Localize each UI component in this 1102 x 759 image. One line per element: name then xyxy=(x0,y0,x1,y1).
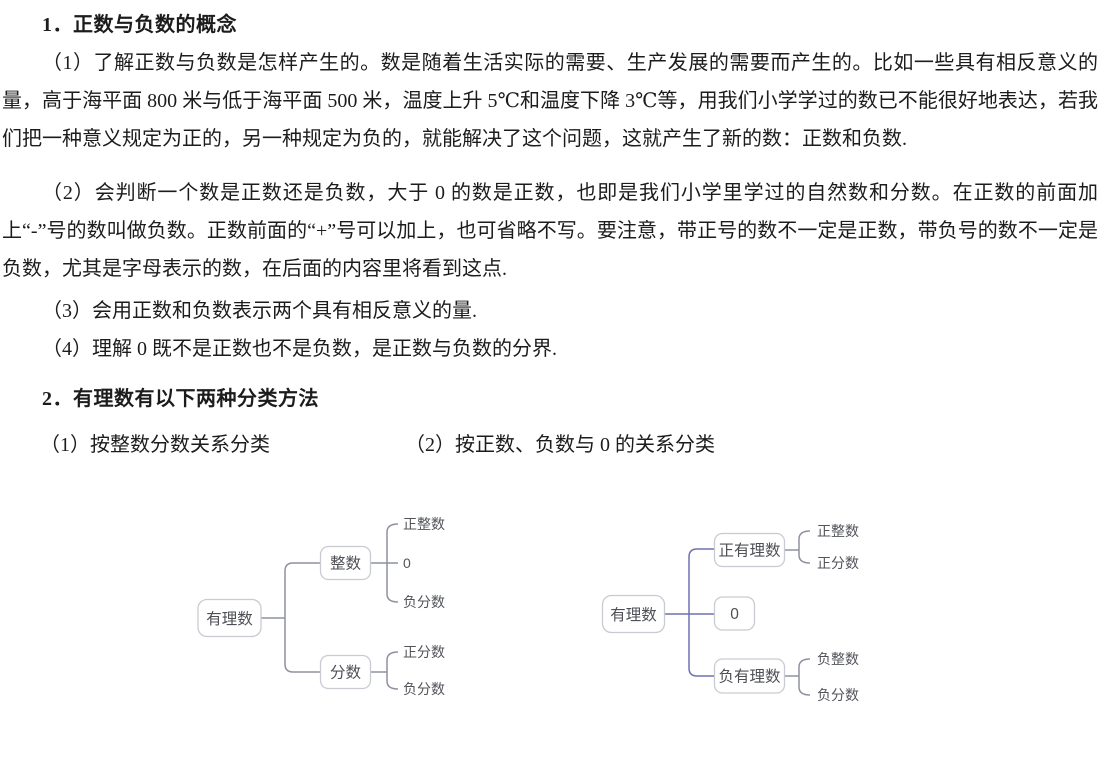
classification-method-1-label: （1）按整数分数关系分类 xyxy=(40,434,270,456)
node-box-rational xyxy=(601,594,666,634)
node-box-fraction xyxy=(319,654,372,690)
bracket-positive-leaves xyxy=(798,530,811,564)
leaf-label-positive-integer: 正整数 xyxy=(817,523,859,539)
leaf-label-positive-integer: 正整数 xyxy=(403,516,445,532)
node-box-integer xyxy=(319,545,372,581)
diagram-sign-zero-tree: 有理数 正有理数 0 负有理数 正整数 正分数 负整数 负分数 xyxy=(601,523,859,703)
connector-trunk-positive-rational xyxy=(688,548,714,614)
connector-trunk-fraction xyxy=(284,618,320,673)
bracket-negative-leaves xyxy=(798,658,811,696)
paragraph-concept-origin: （1）了解正数与负数是怎样产生的。数是随着生活实际的需要、生产发展的需要而产生的… xyxy=(2,52,1098,150)
connector-trunk-integer xyxy=(284,562,320,618)
section-2-heading: 2．有理数有以下两种分类方法 xyxy=(42,388,319,410)
classification-method-2-label: （2）按正数、负数与 0 的关系分类 xyxy=(405,434,715,456)
connector-trunk-negative-rational xyxy=(688,614,714,677)
node-box-rational xyxy=(197,598,262,638)
node-label-integer: 整数 xyxy=(330,555,362,573)
section-1-heading: 1．正数与负数的概念 xyxy=(42,14,237,36)
paragraph-zero-boundary: （4）理解 0 既不是正数也不是负数，是正数与负数的分界. xyxy=(42,338,557,360)
classification-methods-row: （1）按整数分数关系分类 （2）按正数、负数与 0 的关系分类 xyxy=(2,426,1098,464)
document-page: 1．正数与负数的概念 （1）了解正数与负数是怎样产生的。数是随着生活实际的需要、… xyxy=(2,14,1098,729)
node-label-positive-rational: 正有理数 xyxy=(718,542,781,560)
leaf-label-negative-fraction: 负分数 xyxy=(817,687,859,703)
node-label-negative-rational: 负有理数 xyxy=(718,668,781,686)
bracket-fraction-leaves xyxy=(386,651,399,690)
leaf-label-negative-fraction-2: 负分数 xyxy=(403,681,445,697)
diagram-integer-fraction-tree: 有理数 整数 分数 正整数 0 负分数 正分数 负分数 xyxy=(197,516,445,697)
node-label-rational: 有理数 xyxy=(610,606,657,624)
leaf-label-zero: 0 xyxy=(403,555,411,571)
leaf-label-negative-integer: 负整数 xyxy=(817,651,859,667)
node-label-zero: 0 xyxy=(730,606,739,623)
node-box-negative-rational xyxy=(713,658,786,694)
diagrams-container: 有理数 整数 分数 正整数 0 负分数 正分数 负分数 有理数 正有理数 xyxy=(2,504,1098,729)
paragraph-judge-sign: （2）会判断一个数是正数还是负数，大于 0 的数是正数，也即是我们小学里学过的自… xyxy=(2,182,1098,280)
node-box-zero xyxy=(713,596,756,631)
leaf-label-positive-fraction: 正分数 xyxy=(817,555,859,571)
bracket-integer-leaves xyxy=(386,523,399,603)
node-label-rational: 有理数 xyxy=(206,610,253,628)
node-box-positive-rational xyxy=(713,532,786,568)
node-label-fraction: 分数 xyxy=(330,664,362,682)
leaf-label-negative-fraction: 负分数 xyxy=(403,594,445,610)
leaf-label-positive-fraction: 正分数 xyxy=(403,644,445,660)
paragraph-opposite-quantities: （3）会用正数和负数表示两个具有相反意义的量. xyxy=(42,300,477,322)
